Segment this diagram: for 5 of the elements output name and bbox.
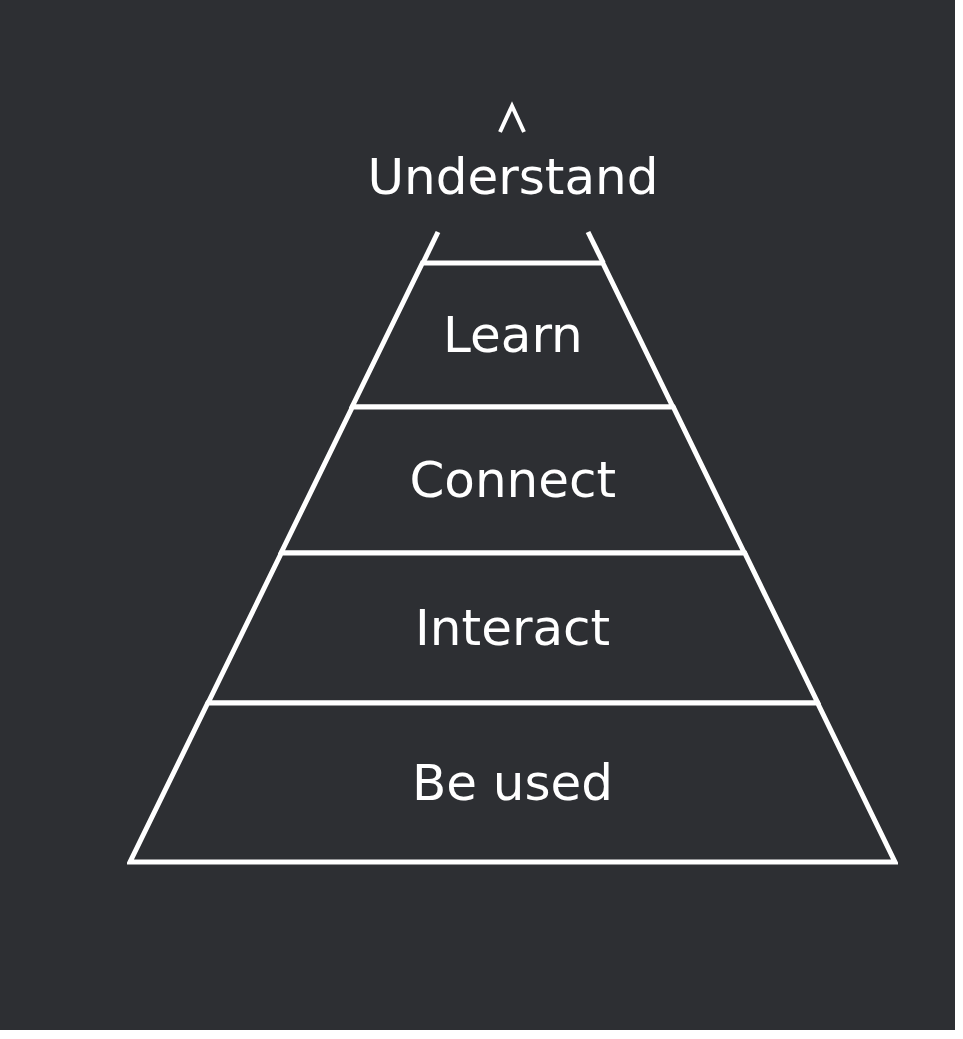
tier-label: Interact <box>415 600 611 656</box>
tier-label: Connect <box>409 452 617 508</box>
apex-label: Understand <box>367 150 659 205</box>
tier-label: Be used <box>411 755 614 810</box>
tier-label: Learn <box>443 307 583 363</box>
